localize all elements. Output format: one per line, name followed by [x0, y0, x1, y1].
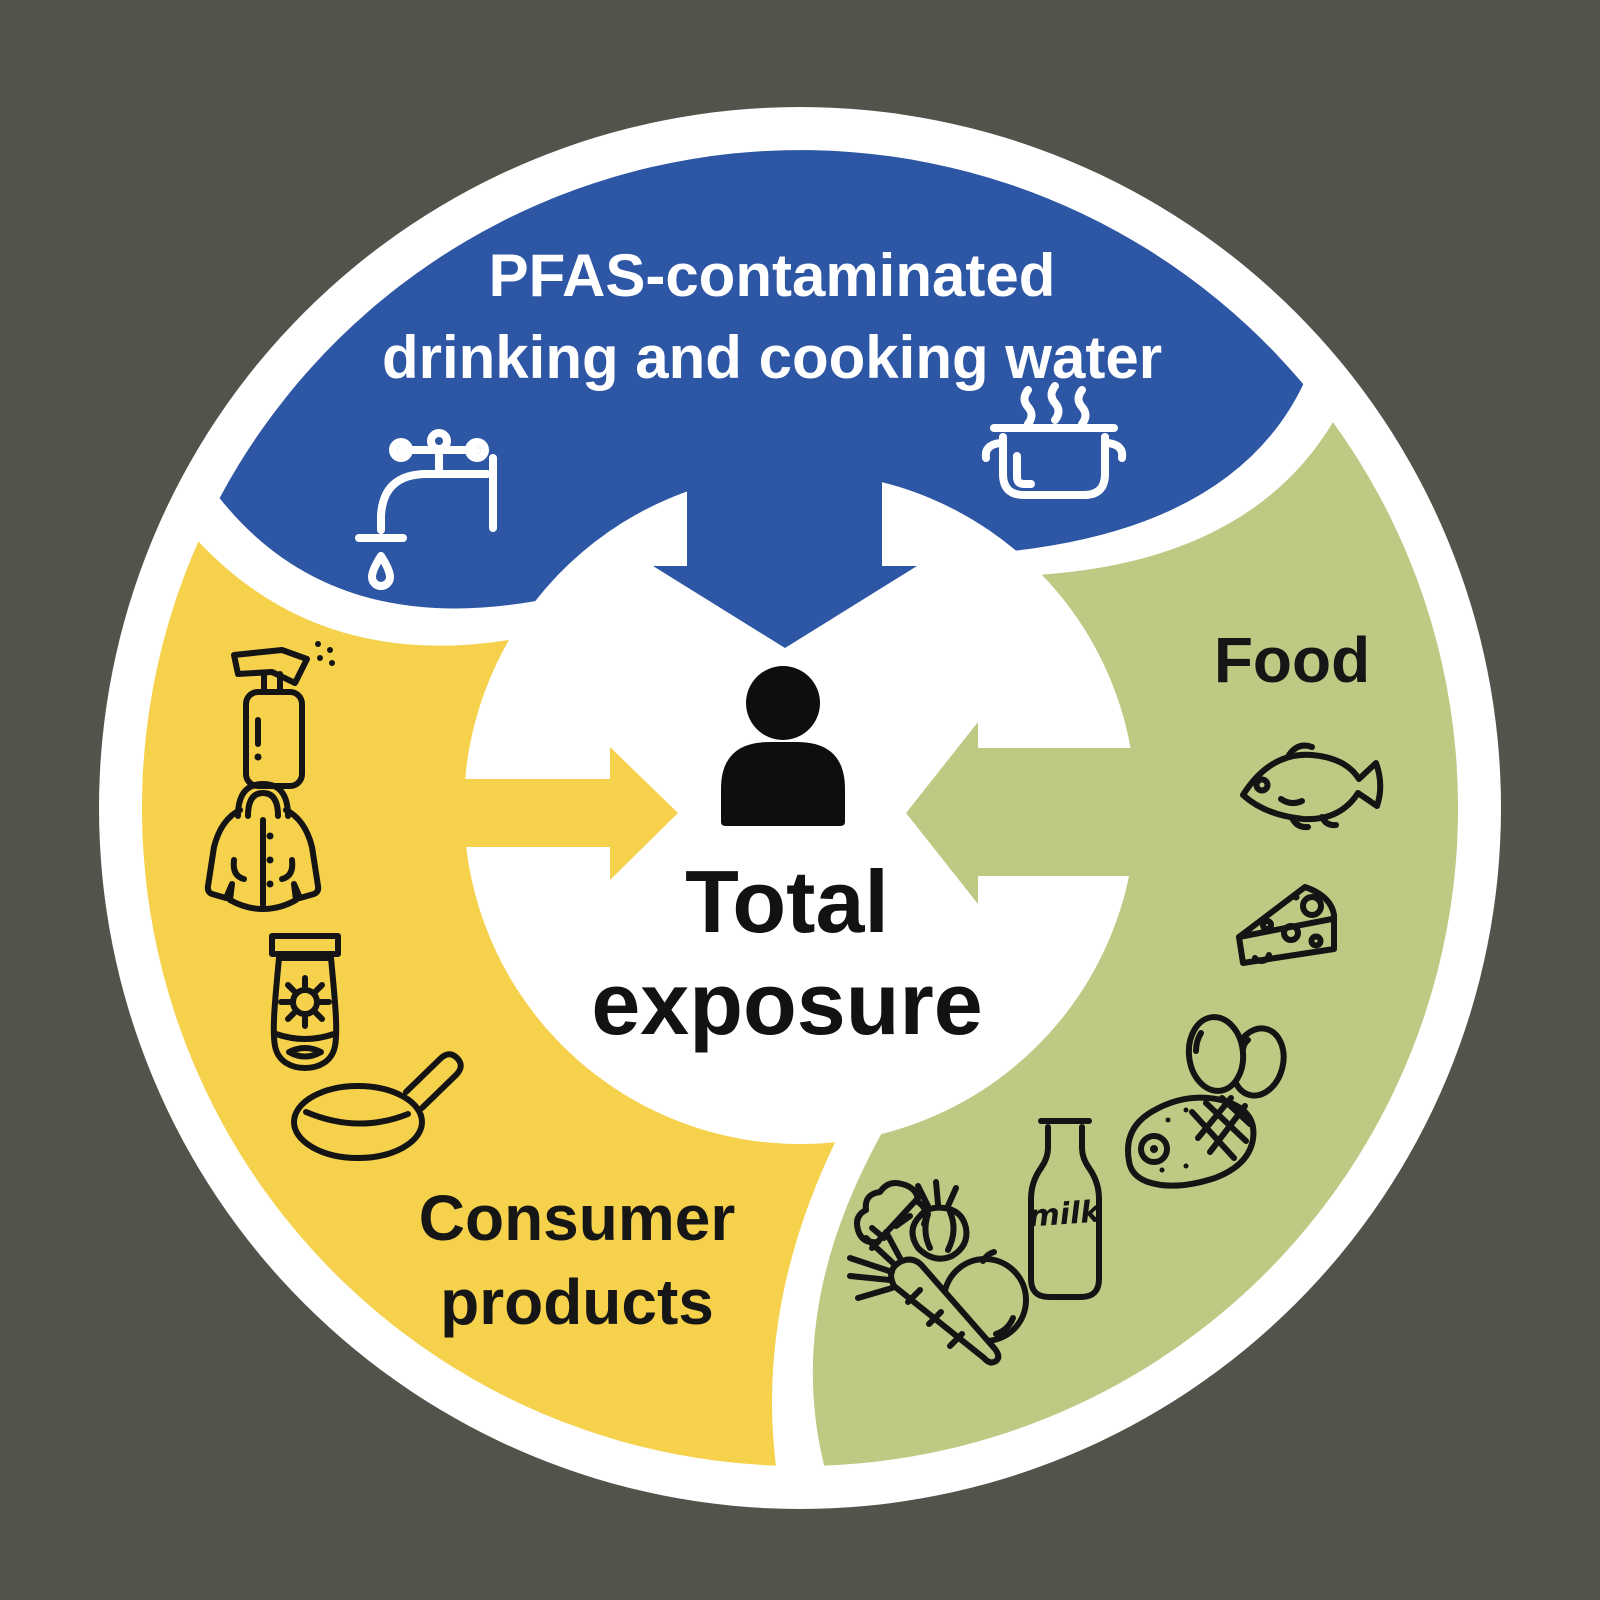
center-label-line2: exposure — [591, 954, 982, 1053]
eggs-icon — [1185, 1014, 1287, 1099]
vegetables-icon — [847, 1179, 1029, 1366]
water-arrow — [653, 420, 917, 648]
food-arrow — [906, 722, 1312, 904]
segment-consumer-products — [141, 541, 836, 1466]
frying-pan-icon — [291, 1051, 464, 1161]
water-segment-label-line2: drinking and cooking water — [382, 324, 1162, 391]
food-segment-label: Food — [1214, 624, 1370, 696]
consumer-products-label-line2: products — [440, 1266, 714, 1338]
ham-icon — [1125, 1094, 1257, 1189]
cooking-pot-icon — [981, 382, 1127, 499]
consumer-products-arrow — [430, 747, 678, 880]
center-label-line1: Total — [685, 852, 889, 951]
consumer-products-label-line1: Consumer — [419, 1182, 736, 1254]
milk-bottle-label: milk — [1027, 1194, 1103, 1234]
cheese-icon — [1236, 884, 1337, 966]
water-segment-label-line1: PFAS-contaminated — [489, 242, 1056, 309]
raincoat-icon — [204, 781, 322, 912]
milk-bottle-icon: milk — [1027, 1118, 1103, 1300]
sunscreen-icon — [269, 933, 341, 1071]
tap-icon — [355, 429, 497, 590]
fish-icon — [1240, 742, 1384, 831]
segment-food — [812, 422, 1459, 1466]
person-icon — [721, 666, 845, 826]
